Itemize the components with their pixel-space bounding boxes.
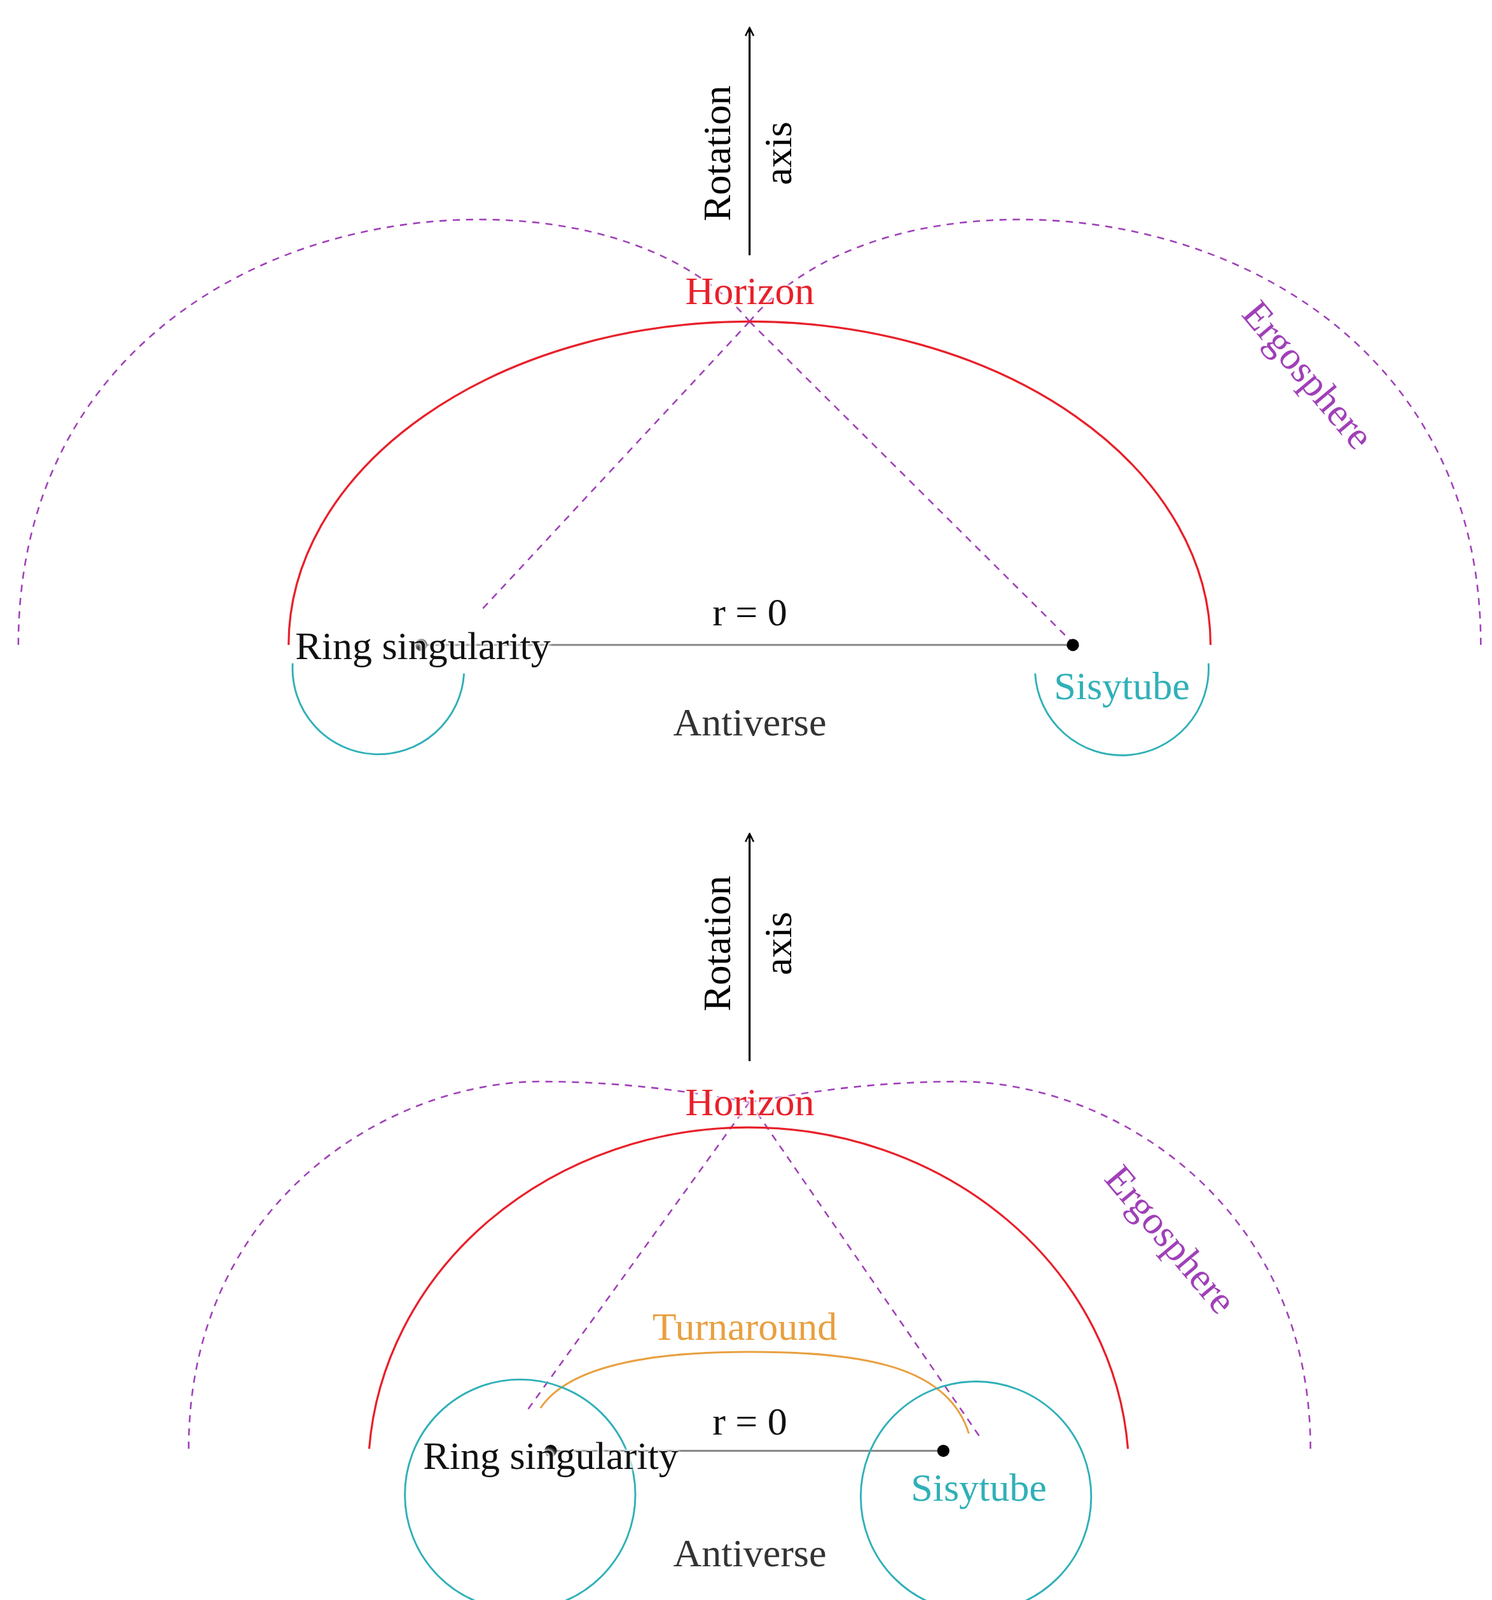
radius-label: r = 0 (712, 1390, 788, 1452)
axis-label: Rotation axis (686, 51, 809, 256)
singularity-label: Ring singularity (418, 1424, 684, 1486)
ergosphere-label: Ergosphere (1227, 286, 1389, 463)
horizon-label: Horizon (684, 260, 815, 322)
turnaround-label: Turnaround (652, 1295, 838, 1357)
antiverse-label: Antiverse (672, 691, 827, 753)
sisytube-label: Sisytube (910, 1456, 1047, 1518)
axis-label: Rotation axis (686, 841, 809, 1046)
ergosphere-label: Ergosphere (1090, 1150, 1252, 1327)
antiverse-label: Antiverse (672, 1521, 827, 1583)
singularity-label: Ring singularity (290, 614, 556, 677)
radius-label: r = 0 (712, 581, 788, 643)
horizon-label: Horizon (684, 1070, 815, 1133)
sisytube-label: Sisytube (1053, 655, 1190, 717)
